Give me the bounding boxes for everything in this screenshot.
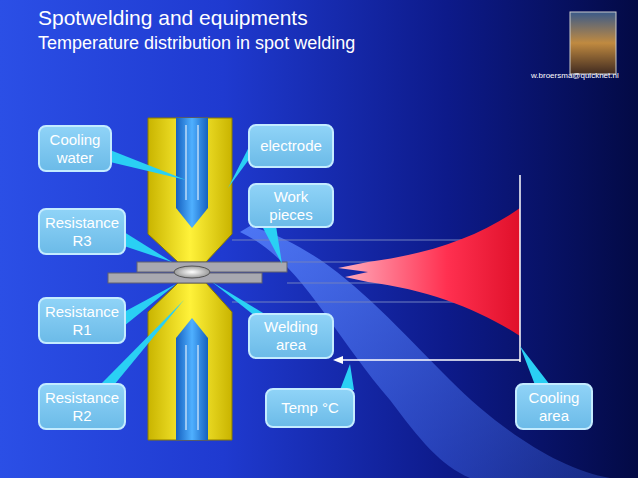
temperature-profile: [338, 208, 520, 336]
callout-box: Resistance R1: [38, 297, 126, 344]
callout-box: Work pieces: [248, 183, 334, 228]
callout-text: Work pieces: [254, 188, 328, 224]
callout-box: Temp °C: [265, 388, 355, 428]
arrow-head: [333, 356, 343, 364]
leader-lines: [100, 145, 550, 390]
work-piece: [137, 262, 287, 272]
callout-box: electrode: [248, 124, 334, 168]
callout-text: Resistance R2: [44, 389, 120, 425]
slide-subtitle: Temperature distribution in spot welding: [38, 33, 355, 54]
callout-text: Temp °C: [281, 399, 339, 417]
upper-electrode: [148, 118, 232, 262]
callout-box: Resistance R2: [38, 383, 126, 430]
slide-title: Spotwelding and equipments: [38, 6, 308, 30]
callout-text: electrode: [260, 137, 322, 155]
weld-nugget: [174, 266, 210, 278]
callout-box: Cooling area: [515, 383, 593, 430]
axis-line: [519, 175, 521, 362]
lower-electrode: [148, 283, 232, 440]
callout-box: Cooling water: [38, 125, 112, 172]
callout-text: Cooling water: [44, 131, 106, 167]
callout-text: Cooling area: [521, 389, 587, 425]
callout-box: Resistance R3: [38, 208, 126, 255]
callout-text: Welding area: [254, 318, 328, 354]
callout-text: Resistance R3: [44, 214, 120, 250]
author-email: w.broersma@quicknet.nl: [531, 71, 619, 80]
photo-thumbnail: [570, 12, 616, 74]
temp-axis: [340, 359, 520, 361]
callout-text: Resistance R1: [44, 303, 120, 339]
callout-box: Welding area: [248, 313, 334, 359]
